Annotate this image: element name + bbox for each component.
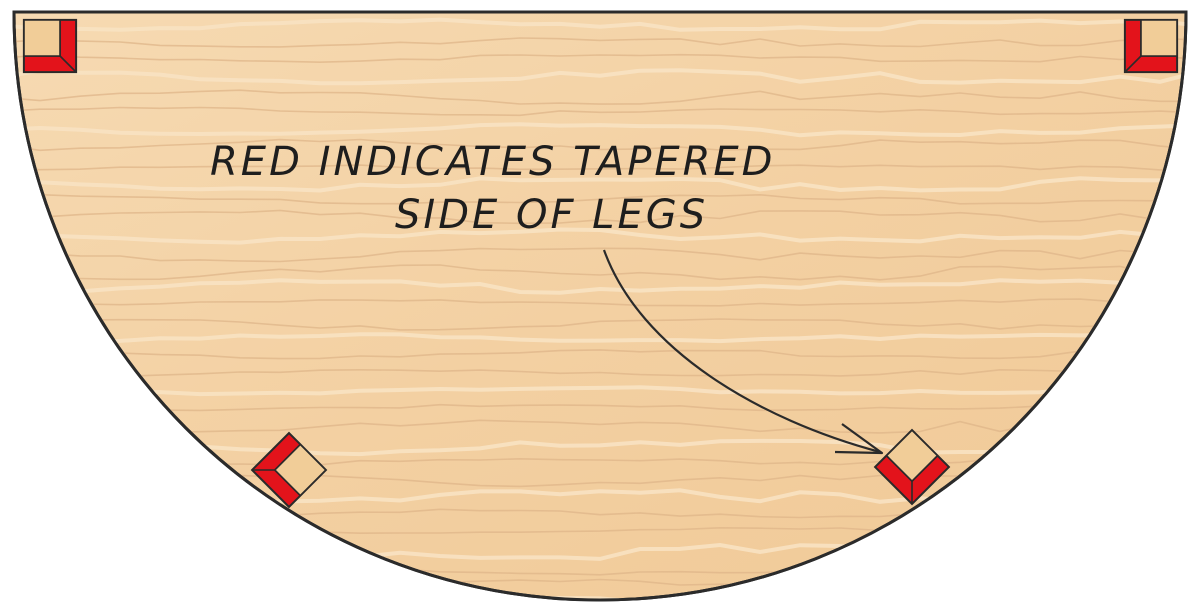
leg-top-face xyxy=(23,19,61,57)
grain-line xyxy=(14,176,1186,193)
leg-4 xyxy=(873,428,951,506)
grain-line xyxy=(14,385,1186,397)
table-top-outline xyxy=(12,10,1188,602)
legs-group xyxy=(22,18,1179,509)
leg-corner-line xyxy=(1124,55,1142,73)
grain-line xyxy=(14,53,1186,64)
annotation-line-2: SIDE OF LEGS xyxy=(395,192,708,238)
grain-line xyxy=(14,89,1186,105)
grain-line xyxy=(14,403,1186,412)
grain-line xyxy=(14,164,1186,171)
grain-line xyxy=(14,264,1186,281)
grain-line xyxy=(14,368,1186,378)
grain-line xyxy=(14,247,1186,263)
leg-corner-line xyxy=(59,55,77,73)
leg-corner-line xyxy=(252,469,275,471)
leader-arrow-line xyxy=(602,249,881,454)
grain-line xyxy=(14,595,1186,600)
leg-corner-line xyxy=(911,481,913,504)
grain-line xyxy=(14,106,1186,117)
grain-line xyxy=(14,298,1186,307)
leader-arrow-head xyxy=(834,423,884,455)
grain-line xyxy=(14,318,1186,331)
grain-line xyxy=(14,278,1186,295)
leg-top-face xyxy=(1140,19,1178,57)
grain-line xyxy=(14,349,1186,360)
grain-line xyxy=(14,17,1186,32)
grain-line xyxy=(14,37,1186,48)
grain-line xyxy=(14,227,1186,245)
leg-1 xyxy=(22,18,78,74)
grain-line xyxy=(14,122,1186,138)
leg-2 xyxy=(1123,18,1179,74)
grain-line xyxy=(14,419,1186,434)
grain-line xyxy=(14,332,1186,344)
grain-line xyxy=(14,209,1186,225)
grain-line xyxy=(14,193,1186,205)
annotation-line-1: RED INDICATES TAPERED xyxy=(210,139,775,185)
leg-3 xyxy=(250,431,328,509)
half-round-table-top xyxy=(12,10,1188,602)
grain-line xyxy=(14,138,1186,152)
grain-line xyxy=(14,68,1186,86)
